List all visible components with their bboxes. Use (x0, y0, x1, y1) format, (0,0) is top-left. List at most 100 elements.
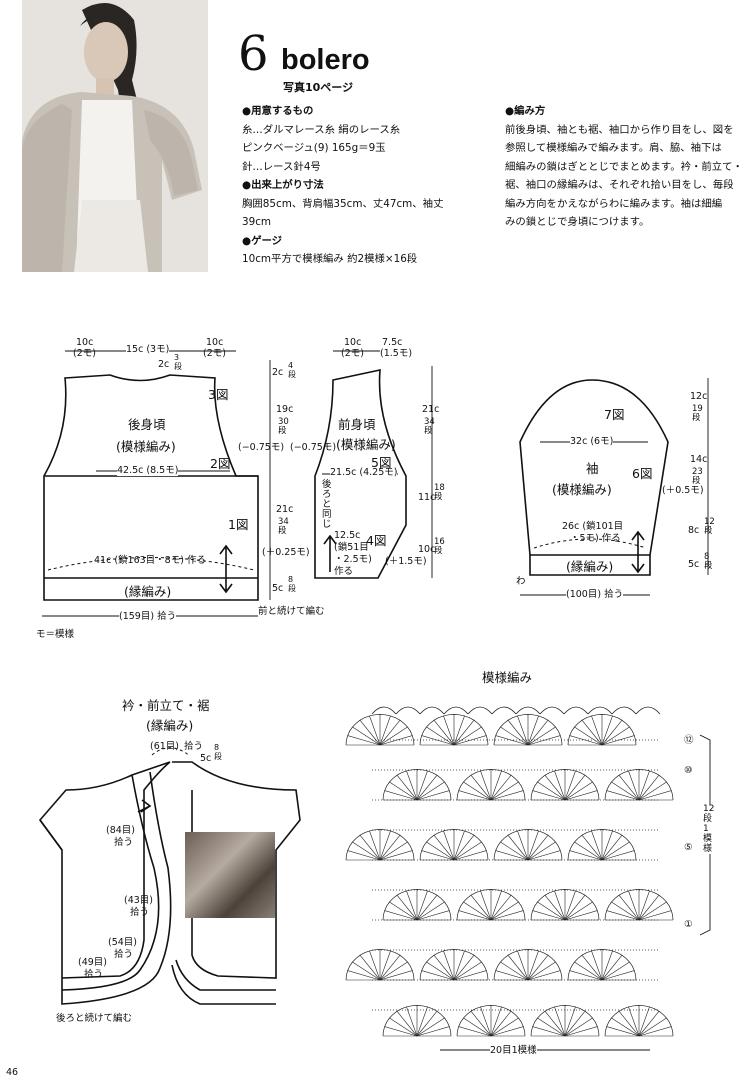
stitch-mark (458, 910, 492, 921)
stitch-mark (470, 895, 492, 921)
stitch-mark (517, 950, 529, 981)
stitch-mark (443, 715, 455, 746)
sleeve-wa: わ (516, 576, 526, 587)
stitch-mark (638, 1026, 672, 1037)
front-note-char: 後 (322, 479, 332, 490)
sleeve-pickup: (100目) 拾う (566, 589, 624, 601)
stitch-mark (544, 775, 566, 801)
sleeve-cast-on: 26c (鎖101目 (562, 521, 624, 532)
stitch-mark (638, 1017, 667, 1037)
stitch-mark (470, 775, 492, 801)
stitch-mark (638, 901, 667, 921)
stitch-mark (567, 829, 637, 861)
stitch-mark (493, 829, 563, 861)
stitch-mark (359, 720, 381, 746)
direction-arrow (631, 530, 645, 574)
method-line: 裾、袖口の縁編みは、それぞれ拾い目をし、毎段 (505, 179, 734, 191)
front-top-right-sub: (1.5モ) (380, 348, 413, 359)
collar-dotted-neck (151, 747, 191, 757)
back-top-mid: 15c (3モ) (126, 344, 170, 356)
collar-band (175, 959, 276, 991)
stitch-mark (564, 890, 576, 921)
back-top-right-sub: (2モ) (203, 348, 226, 359)
stitch-mark (416, 901, 445, 921)
front-name: 前身頃 (338, 417, 376, 432)
stitch-mark (379, 835, 401, 861)
stitch-mark (574, 726, 603, 746)
stitch-mark (490, 1026, 524, 1037)
sleeve-name: 袖 (586, 461, 599, 476)
sleeve-pattern: (模様編み) (552, 482, 612, 497)
collar-p2: (43目) (124, 895, 154, 906)
stitch-mark (416, 890, 428, 921)
stitch-mark (470, 1011, 492, 1037)
stitch-mark (379, 950, 391, 981)
back-cast-on-curve (47, 557, 255, 571)
sleeve-edging: (縁編み) (566, 559, 614, 574)
sleeve-fig7: 7図 (604, 407, 625, 422)
stitch-mark (379, 715, 391, 746)
stitch-mark (554, 890, 566, 921)
photo-page-ref: 写真10ページ (283, 81, 354, 94)
stitch-mark (601, 715, 613, 746)
sleeve-edging-outline (529, 555, 651, 576)
stitch-mark (453, 970, 487, 981)
front-note-char: ろ (322, 489, 332, 500)
stitch-mark (416, 1017, 445, 1037)
stitch-mark (379, 961, 408, 981)
front-width: 21.5c (4.25モ) (330, 467, 398, 479)
body-dim: 21c (276, 504, 294, 515)
materials-line: 糸…ダルマレース糸 絹のレース糸 (242, 123, 401, 136)
stitch-mark (527, 835, 549, 861)
front-total-rows: 34段 (424, 417, 435, 437)
stitch-mark (453, 835, 475, 861)
stitch-mark (416, 781, 445, 801)
stitch-mark (389, 1017, 418, 1037)
size-line: 胸囲85cm、背肩幅35cm、丈47cm、袖丈 (242, 197, 444, 210)
stitch-mark (491, 706, 517, 715)
stitch-mark (443, 706, 469, 715)
collar-edge-rows: 8段 (214, 743, 222, 761)
front-bottom: 12.5c (334, 530, 361, 541)
stitch-mark (527, 735, 561, 746)
pattern-number: 6 (238, 26, 269, 82)
method-section: ●編み方 前後身頃、袖とも裾、袖口から作り目をし、図を 参照して模様編みで編みま… (505, 102, 743, 232)
collar-p4: (49目) (78, 957, 108, 968)
stitch-mark (443, 830, 455, 861)
stitch-mark (601, 955, 623, 981)
front-total-dim: 21c (422, 404, 440, 415)
stitch-mark (416, 910, 450, 921)
sleeve-width: 32c (6モ) (570, 436, 614, 448)
shoulder-dim: 2c (272, 367, 284, 378)
stitch-mark (382, 769, 452, 801)
stitch-mark (628, 1006, 640, 1037)
stitch-mark (379, 726, 408, 746)
sleeve-inc: (＋0.5モ) (662, 485, 704, 496)
stitch-mark (564, 770, 576, 801)
method-line: 編み方向をかえながらわに編みます。袖は細編 (505, 197, 723, 210)
stitch-mark (421, 735, 455, 746)
stitch-mark (564, 775, 586, 801)
back-edging: (縁編み) (124, 584, 172, 599)
stitch-mark (453, 961, 482, 981)
stitch-mark (564, 895, 586, 921)
stitch-mark (406, 1006, 418, 1037)
back-fig2: 2図 (210, 456, 231, 471)
stitch-mark (618, 895, 640, 921)
back-pickup: (159目) 拾う (119, 611, 177, 623)
stitch-mark (530, 889, 600, 921)
back-fig3: 3図 (208, 387, 229, 402)
front-cast-on: (鎖51目 (334, 542, 369, 553)
stitch-mark (456, 889, 526, 921)
sleeve-cast-on-curve (533, 538, 647, 549)
stitch-mark (537, 781, 566, 801)
stitch-mark (569, 735, 603, 746)
sleeve-outline (519, 379, 669, 556)
stitch-mark (396, 895, 418, 921)
stitch-mark (500, 841, 529, 861)
stitch-mark (564, 1006, 576, 1037)
armhole-dim: 19c (276, 404, 294, 415)
materials-section: ●用意するもの 糸…ダルマレース糸 絹のレース糸 ピンクベージュ(9) 165g… (242, 102, 443, 269)
model-photo (22, 0, 208, 272)
stitch-mark (495, 970, 529, 981)
